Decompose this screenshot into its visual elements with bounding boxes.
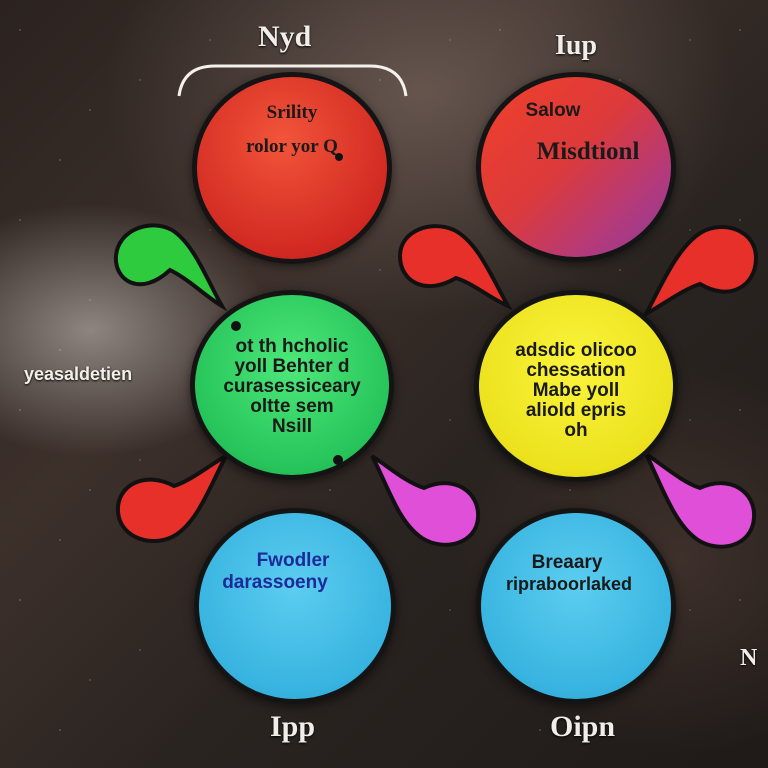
circle-yellow: adsdic olicoo chessation Mabe yoll aliol… (474, 290, 678, 482)
circle-green-line4: oltte sem (250, 395, 334, 417)
circle-yellow-line2: chessation (526, 359, 626, 381)
circle-blue-right: Breaary ripraboorlaked (476, 508, 676, 704)
circle-red-line2: rolor yor Q (246, 136, 338, 157)
circle-yellow-line3: Mabe yoll (532, 379, 620, 401)
circle-blue-left: Fwodler darassoeny (194, 508, 396, 704)
droplet-red-right (642, 225, 759, 319)
circle-green-line2: yoll Behter d (234, 355, 350, 377)
corner-mark: N (740, 645, 758, 671)
bottom-label-right: Oipn (550, 710, 616, 743)
circle-yellow-line5: oh (564, 419, 588, 441)
circle-green-text: ot th hcholic yoll Behter d curasessicea… (195, 337, 389, 437)
circle-green-dot-bottom (333, 455, 343, 465)
side-label: yeasaldetien (24, 364, 133, 384)
circle-red-line1: Srility (266, 102, 318, 123)
circle-green-line3: curasessiceary (223, 375, 361, 397)
circle-yellow-line1: adsdic olicoo (515, 340, 637, 361)
circle-green-line1: ot th hcholic (235, 336, 349, 357)
circle-blue-left-line1: Fwodler (256, 550, 330, 571)
circle-green-dot-top (231, 321, 241, 331)
circle-green-line5: Nsill (271, 415, 313, 437)
top-label-left: Nyd (258, 20, 312, 53)
droplet-red-mid-left (397, 224, 513, 311)
circle-blue-right-line1: Breaary (531, 552, 603, 573)
top-bracket (177, 64, 408, 97)
droplet-magenta-mid (370, 454, 481, 547)
droplet-red-left-low (115, 452, 230, 544)
circle-red: Srility rolor yor Q (192, 72, 392, 264)
circle-yellow-line4: aliold epris (525, 399, 627, 421)
circle-red-dot (335, 153, 343, 161)
circle-green: ot th hcholic yoll Behter d curasessicea… (190, 290, 394, 480)
bottom-label-left: Ipp (270, 710, 316, 743)
circle-blue-left-line2: darassoeny (222, 572, 328, 593)
top-label-right: Iup (555, 30, 598, 61)
circle-purple-red-line1: Salow (525, 100, 581, 121)
circle-blue-right-line2: ripraboorlaked (505, 574, 633, 594)
circle-purple-red: Salow Misdtionl (476, 72, 676, 262)
circle-yellow-text: adsdic olicoo chessation Mabe yoll aliol… (479, 341, 673, 441)
droplet-green-left (113, 223, 228, 312)
circle-purple-red-line2: Misdtionl (536, 138, 640, 165)
droplet-magenta-right (642, 450, 757, 549)
